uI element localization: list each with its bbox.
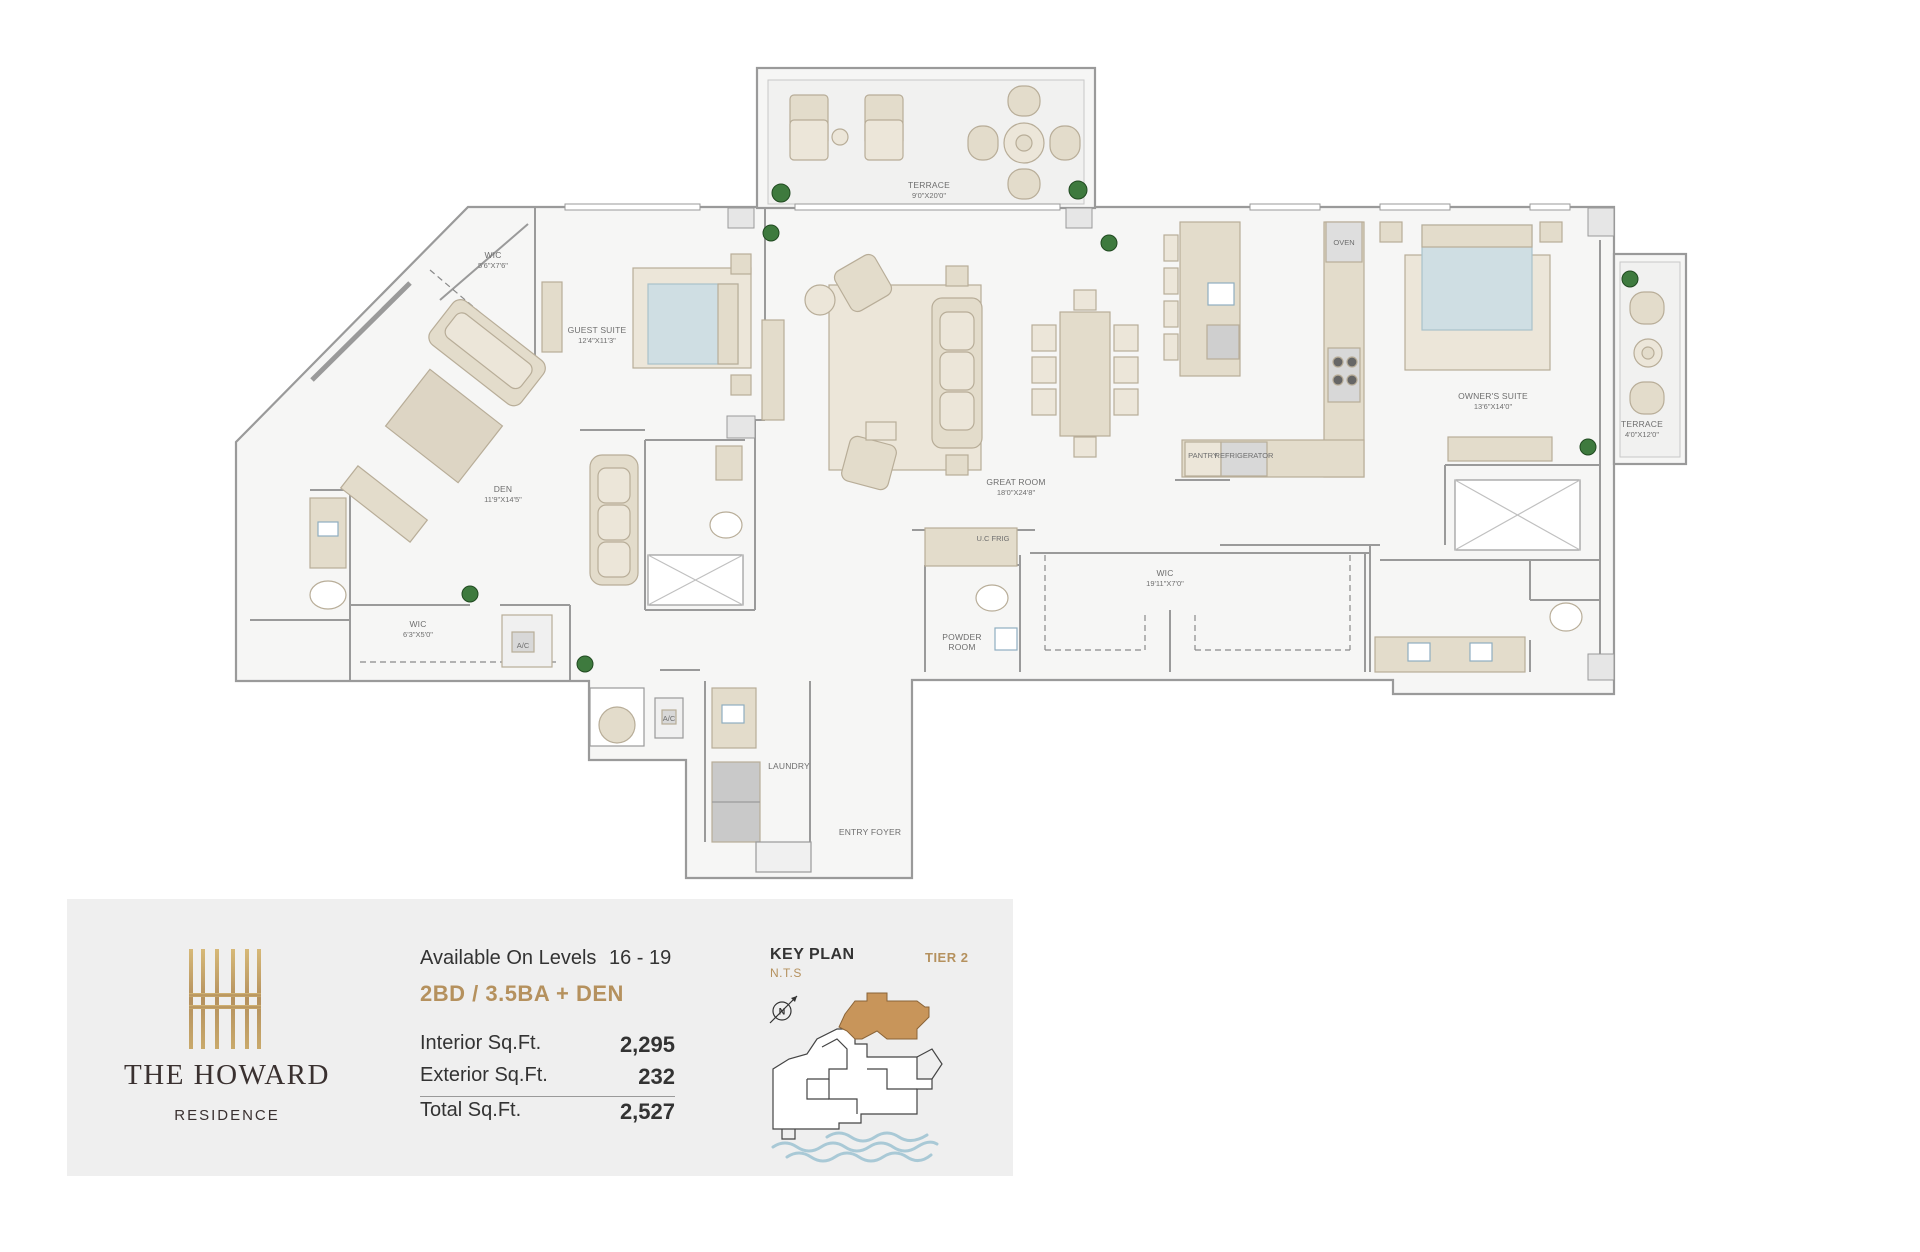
brand-logo-icon bbox=[189, 949, 261, 1049]
pantry-label: PANTRY bbox=[1188, 451, 1218, 460]
key-plan-highlight bbox=[838, 992, 930, 1040]
great-room-furniture bbox=[804, 253, 1139, 567]
interior-sqft-value: 2,295 bbox=[619, 1032, 675, 1057]
den-label: DEN bbox=[494, 484, 513, 494]
great-room-label: GREAT ROOM bbox=[986, 477, 1045, 487]
windows bbox=[310, 203, 1571, 382]
powder-room-label: POWDER bbox=[942, 632, 981, 642]
brand-subtitle: RESIDENCE bbox=[174, 1107, 280, 1124]
total-sqft-label: Total Sq.Ft. bbox=[420, 1099, 522, 1121]
guest-suite-dims: 12'4"X11'3" bbox=[578, 336, 616, 345]
total-sqft-value: 2,527 bbox=[619, 1099, 675, 1124]
exterior-sqft-value: 232 bbox=[638, 1064, 675, 1089]
interior-sqft-label: Interior Sq.Ft. bbox=[420, 1032, 542, 1054]
wic-den-dims: 5'6"X7'6" bbox=[478, 261, 508, 270]
den-dims: 11'9"X14'5" bbox=[484, 495, 522, 504]
info-panel: THE HOWARD RESIDENCE Available On Levels… bbox=[67, 899, 1013, 1176]
levels-value: 16 - 19 bbox=[609, 947, 672, 969]
unit-type: 2BD / 3.5BA + DEN bbox=[420, 981, 624, 1006]
terrace-top-label: TERRACE bbox=[908, 180, 950, 190]
columns bbox=[726, 207, 1615, 681]
compass-icon: N bbox=[769, 995, 798, 1024]
guest-suite-furniture bbox=[632, 253, 785, 606]
total-sqft-row: Total Sq.Ft. 2,527 bbox=[420, 1099, 675, 1129]
exterior-sqft-row: Exterior Sq.Ft. 232 bbox=[420, 1064, 675, 1094]
wic-den-label: WIC bbox=[484, 250, 501, 260]
ac-label-laundry: A/C bbox=[663, 714, 676, 723]
owners-suite-furniture bbox=[1374, 221, 1583, 673]
key-plan-diagram: N bbox=[769, 992, 943, 1163]
entry-foyer-label: ENTRY FOYER bbox=[839, 827, 901, 837]
guest-suite-label: GUEST SUITE bbox=[568, 325, 627, 335]
terrace-right-dims: 4'0"X12'0" bbox=[1625, 430, 1659, 439]
laundry-label: LAUNDRY bbox=[768, 761, 810, 771]
wic-large-dims: 19'11"X7'0" bbox=[1146, 579, 1184, 588]
levels-label: Available On Levels bbox=[420, 947, 597, 969]
ac-label-den: A/C bbox=[517, 641, 530, 650]
owners-suite-label: OWNER'S SUITE bbox=[1458, 391, 1528, 401]
compass-letter: N bbox=[779, 1007, 786, 1017]
key-plan-title: KEY PLAN bbox=[770, 946, 855, 963]
refrigerator-label: REFRIGERATOR bbox=[1215, 451, 1274, 460]
kitchen-fixtures bbox=[1163, 221, 1365, 478]
service-fixtures bbox=[589, 584, 1018, 873]
exterior-sqft-label: Exterior Sq.Ft. bbox=[420, 1064, 548, 1086]
brand-name: THE HOWARD bbox=[124, 1059, 330, 1091]
terrace-top-dims: 9'0"X20'0" bbox=[912, 191, 946, 200]
floor-plan: TERRACE 9'0"X20'0" WIC 5'6"X7'6" GUEST S… bbox=[234, 66, 1688, 880]
terrace-right-label: TERRACE bbox=[1621, 419, 1663, 429]
key-plan-nts: N.T.S bbox=[770, 966, 802, 980]
water-waves-icon bbox=[771, 1131, 939, 1163]
uc-frig-label: U.C FRIG bbox=[977, 534, 1010, 543]
owners-suite-dims: 13'6"X14'0" bbox=[1474, 402, 1513, 411]
den-furniture bbox=[309, 281, 639, 668]
plants bbox=[461, 180, 1639, 673]
wic-small-dims: 6'3"X5'0" bbox=[403, 630, 433, 639]
key-plan-building bbox=[772, 1028, 943, 1140]
great-room-dims: 18'0"X24'8" bbox=[997, 488, 1036, 497]
terrace-furniture bbox=[789, 85, 1665, 415]
wic-large-label: WIC bbox=[1156, 568, 1173, 578]
powder-room-label-2: ROOM bbox=[948, 642, 975, 652]
sqft-divider bbox=[420, 1096, 675, 1097]
interior-sqft-row: Interior Sq.Ft. 2,295 bbox=[420, 1032, 675, 1062]
tier-label: TIER 2 bbox=[925, 950, 969, 965]
oven-label: OVEN bbox=[1333, 238, 1354, 247]
wic-small-label: WIC bbox=[409, 619, 426, 629]
